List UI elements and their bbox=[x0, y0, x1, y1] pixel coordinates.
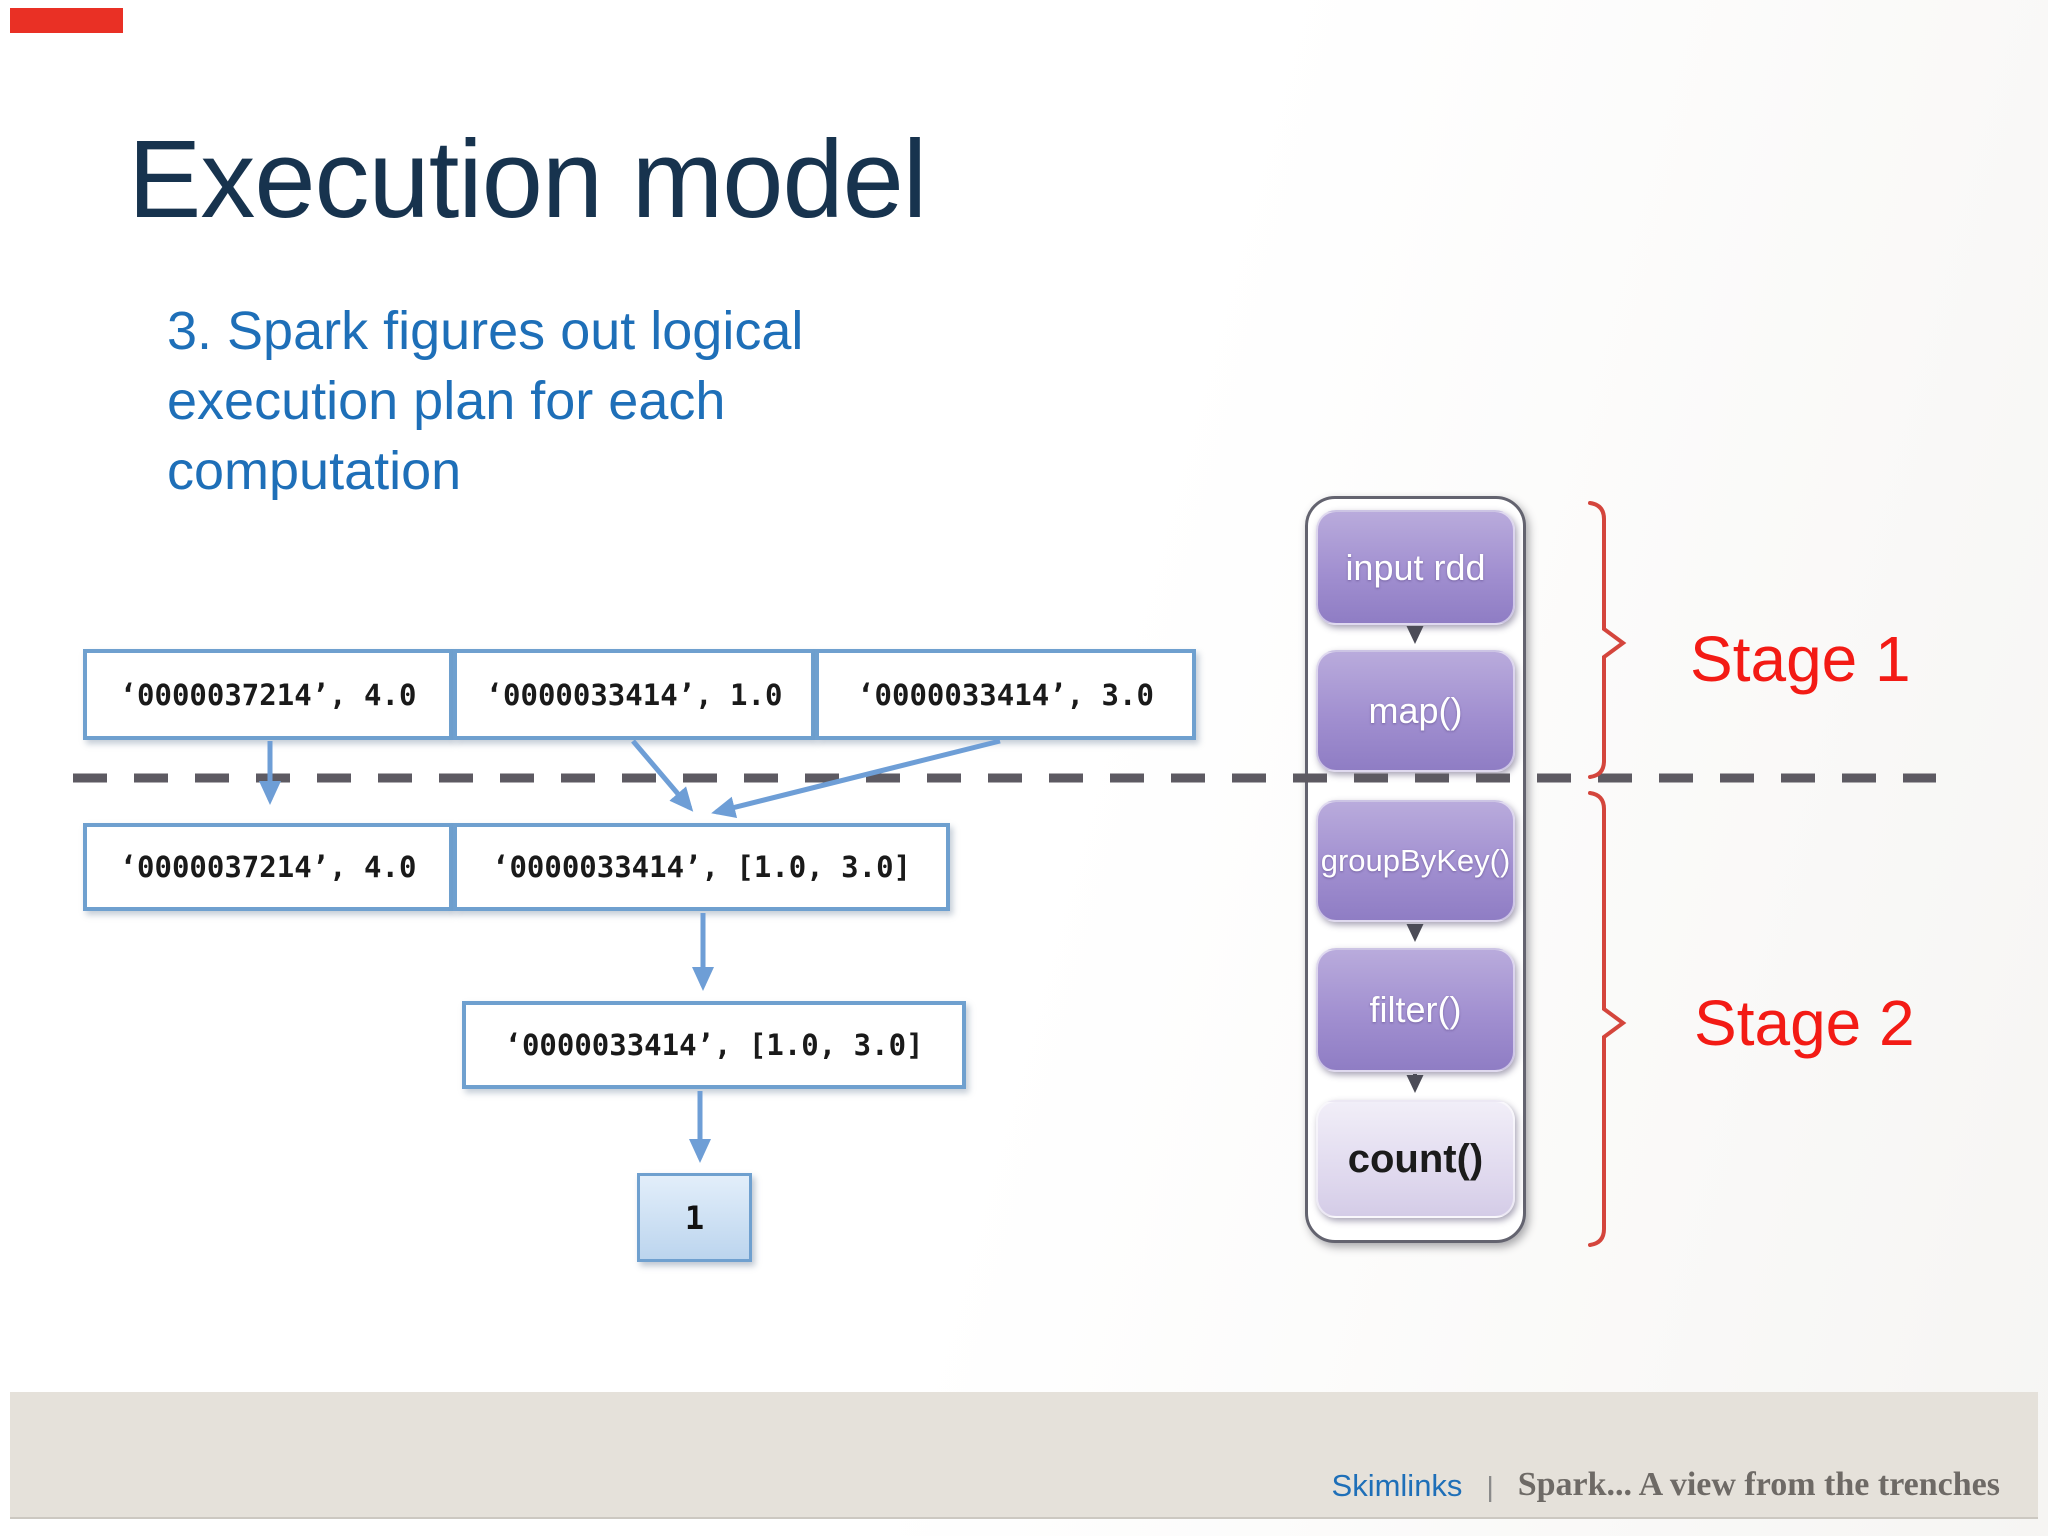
subtitle-line-3: computation bbox=[167, 441, 462, 501]
stage-1-brace bbox=[1588, 501, 1627, 779]
stage-1-label: Stage 1 bbox=[1690, 623, 1911, 695]
subtitle-line-1: 3. Spark figures out logical bbox=[167, 301, 804, 361]
footer-separator: | bbox=[1486, 1471, 1494, 1502]
op-filter: filter() bbox=[1316, 948, 1515, 1072]
record-row2-box1: ‘0000037214’, 4.0 bbox=[83, 823, 453, 911]
stage-2-label: Stage 2 bbox=[1694, 987, 1915, 1059]
footer-brand: Skimlinks bbox=[1331, 1468, 1463, 1503]
record-row1-box2: ‘0000033414’, 1.0 bbox=[453, 649, 815, 740]
op-map: map() bbox=[1316, 650, 1515, 772]
record-row2-box2: ‘0000033414’, [1.0, 3.0] bbox=[453, 823, 950, 911]
slide-title: Execution model bbox=[128, 118, 927, 241]
slide-subtitle: 3. Spark figures out logical execution p… bbox=[167, 296, 803, 506]
op-input-rdd: input rdd bbox=[1316, 510, 1515, 625]
arrow-row1box2-to-row2box2 bbox=[631, 739, 694, 812]
footer-deck-title: Spark... A view from the trenches bbox=[1517, 1466, 2000, 1503]
result-count-box: 1 bbox=[637, 1173, 752, 1262]
record-row1-box1: ‘0000037214’, 4.0 bbox=[83, 649, 453, 740]
record-row3-box: ‘0000033414’, [1.0, 3.0] bbox=[462, 1001, 966, 1089]
red-accent-bar bbox=[10, 8, 123, 33]
op-groupbykey: groupByKey() bbox=[1316, 800, 1515, 922]
arrow-row1box3-to-row2box2 bbox=[711, 738, 1001, 819]
stage-2-brace bbox=[1588, 791, 1627, 1247]
footer-bar: Skimlinks | Spark... A view from the tre… bbox=[10, 1392, 2038, 1519]
record-row1-box3: ‘0000033414’, 3.0 bbox=[815, 649, 1196, 740]
op-count: count() bbox=[1316, 1100, 1515, 1218]
subtitle-line-2: execution plan for each bbox=[167, 371, 726, 431]
